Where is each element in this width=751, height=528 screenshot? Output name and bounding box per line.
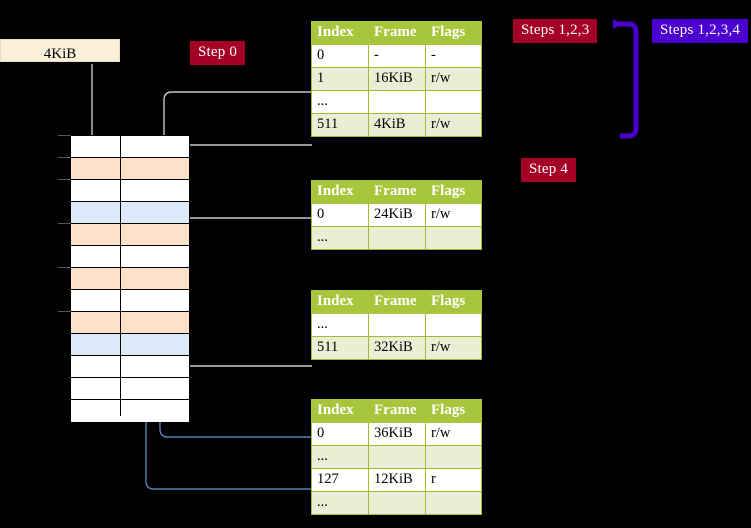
column-header-frame: Frame [368,21,426,45]
cell-flags: r/w [425,422,482,446]
table-row-highlighted: 511 4KiB r/w [311,113,482,137]
column-header-index: Index [311,399,369,423]
physical-memory-column [70,135,190,422]
memory-tick [58,157,71,158]
memory-row [71,136,189,158]
cell-flags: - [425,44,482,68]
badge-steps-1234: Steps 1,2,3,4 [652,19,749,43]
cell-frame: 16KiB [368,67,426,91]
cell-frame [368,226,426,250]
cell-frame [368,491,426,515]
memory-row [71,400,189,422]
memory-row [71,246,189,268]
cell-frame: 4KiB [368,113,426,137]
cell-index: 0 [311,203,369,227]
cell-flags: r/w [425,336,482,360]
table-row: 0 36KiB r/w [311,422,482,446]
column-header-flags: Flags [425,180,482,204]
connector-table1-row1-to-memory [171,144,312,163]
memory-tick [58,179,71,180]
cell-index: ... [311,491,369,515]
memory-row [71,312,189,334]
table-header-row: Index Frame Flags [311,399,482,423]
connector-memory-to-table2-row0 [171,217,312,260]
column-header-frame: Frame [368,180,426,204]
cell-frame [368,90,426,114]
cell-flags [425,491,482,515]
cell-flags [425,90,482,114]
cell-flags: r [425,468,482,492]
cell-flags [425,445,482,469]
frame-size-box: 4KiB [0,39,120,62]
column-header-flags: Flags [425,290,482,314]
connector-memory-to-table3-row511 [165,308,312,367]
table-header-row: Index Frame Flags [311,290,482,314]
cell-index: 0 [311,44,369,68]
table-header-row: Index Frame Flags [311,180,482,204]
badge-steps-123: Steps 1,2,3 [513,19,598,43]
table-row: 1 16KiB r/w [311,67,482,91]
column-header-frame: Frame [368,399,426,423]
column-header-index: Index [311,21,369,45]
memory-row [71,268,189,290]
memory-tick [58,267,71,268]
memory-row [71,158,189,180]
table-row: ... [311,491,482,515]
table-row: 127 12KiB r [311,468,482,492]
memory-tick [58,311,71,312]
column-header-index: Index [311,180,369,204]
cell-flags [425,313,482,337]
cell-index: ... [311,226,369,250]
page-table-level-2: Index Frame Flags 0 24KiB r/w ... [311,180,482,250]
memory-tick [58,135,71,136]
table-row: ... [311,313,482,337]
cell-frame: - [368,44,426,68]
memory-row [71,202,189,224]
cell-index: 1 [311,67,369,91]
cell-flags: r/w [425,113,482,137]
memory-row [71,356,189,378]
cell-frame [368,313,426,337]
page-table-level-4: Index Frame Flags 0 36KiB r/w ... 127 12… [311,399,482,515]
table-header-row: Index Frame Flags [311,21,482,45]
cell-flags [425,226,482,250]
memory-tick [58,223,71,224]
cell-frame: 24KiB [368,203,426,227]
table-row: ... [311,90,482,114]
memory-row [71,378,189,400]
table-row: ... [311,445,482,469]
cell-frame: 36KiB [368,422,426,446]
cell-index: 127 [311,468,369,492]
cell-frame [368,445,426,469]
cell-index: ... [311,313,369,337]
memory-row [71,290,189,312]
badge-step-0: Step 0 [190,41,246,65]
memory-row [71,224,189,246]
cell-flags: r/w [425,67,482,91]
column-header-frame: Frame [368,290,426,314]
cell-flags: r/w [425,203,482,227]
cell-index: 0 [311,422,369,446]
memory-row [71,180,189,202]
steps-bracket-arrow [613,19,639,139]
memory-row [71,334,189,356]
cell-index: ... [311,445,369,469]
table-row: 511 32KiB r/w [311,336,482,360]
column-header-flags: Flags [425,21,482,45]
table-row: 0 24KiB r/w [311,203,482,227]
cell-frame: 32KiB [368,336,426,360]
cell-index: 511 [311,336,369,360]
page-table-level-3: Index Frame Flags ... 511 32KiB r/w [311,290,482,360]
column-header-flags: Flags [425,399,482,423]
table-row: ... [311,226,482,250]
memory-column-divider [120,135,121,416]
cell-frame: 12KiB [368,468,426,492]
cell-index: ... [311,90,369,114]
cell-index: 511 [311,113,369,137]
page-table-level-1: Index Frame Flags 0 - - 1 16KiB r/w ... … [311,21,482,137]
table-row: 0 - - [311,44,482,68]
column-header-index: Index [311,290,369,314]
badge-step-4: Step 4 [521,158,577,182]
